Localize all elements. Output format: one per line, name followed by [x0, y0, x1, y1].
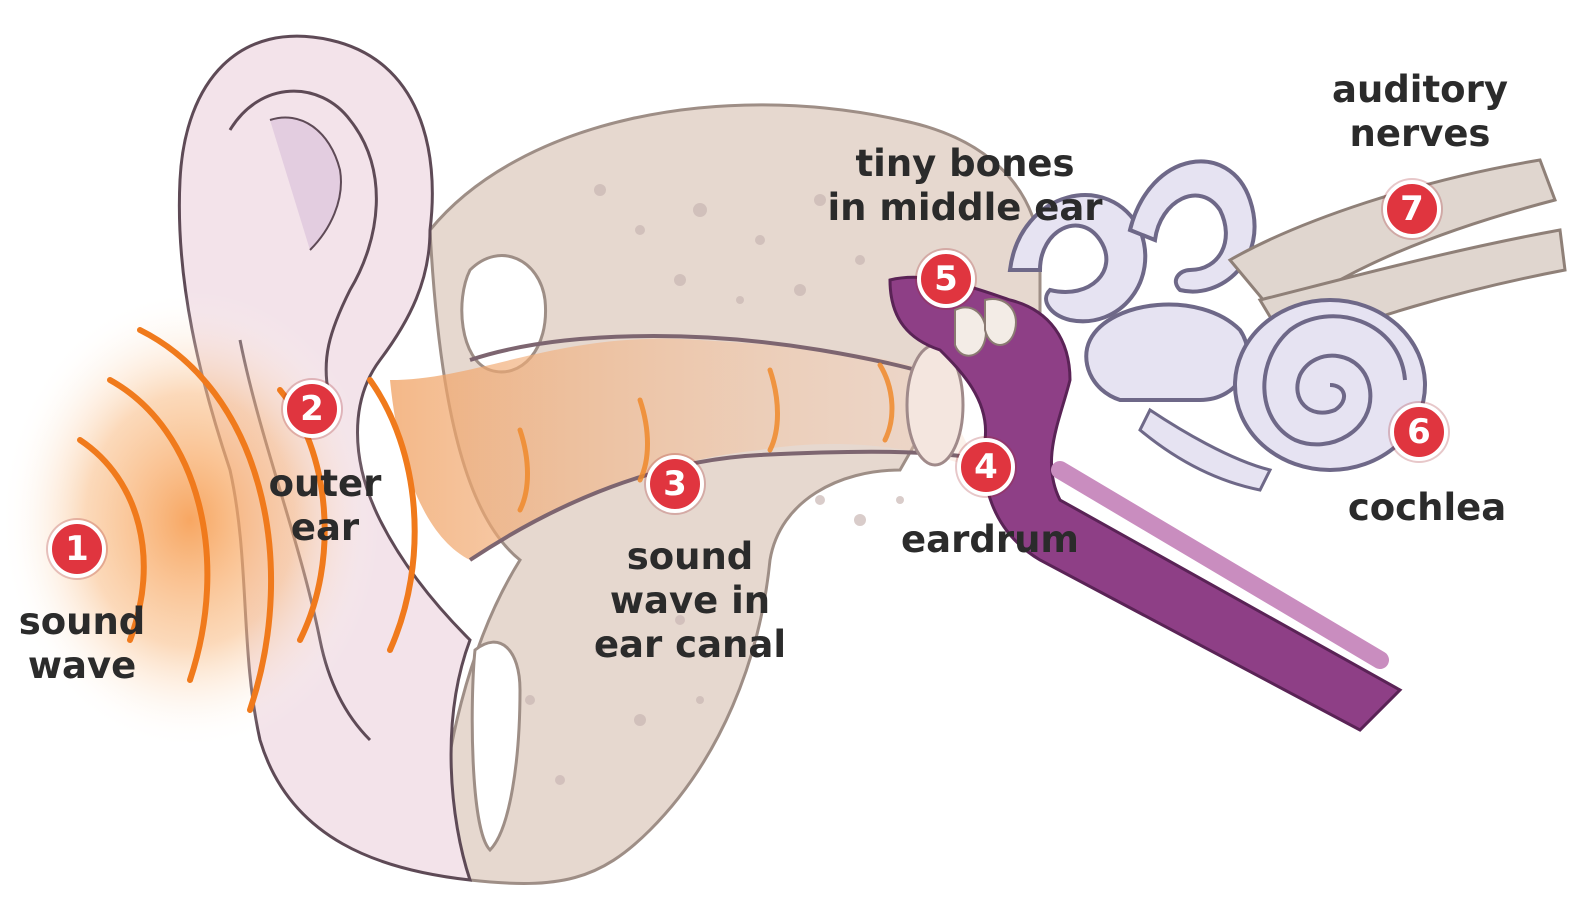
- step-6-badge: 6: [1390, 403, 1448, 461]
- bone-cavity-upper: [462, 256, 546, 372]
- step-1-badge: 1: [48, 520, 106, 578]
- step-7-badge: 7: [1383, 180, 1441, 238]
- step-4-badge: 4: [957, 438, 1015, 496]
- label-tiny-bones: tiny bones in middle ear: [820, 142, 1110, 230]
- label-cochlea: cochlea: [1332, 486, 1522, 530]
- step-2-badge: 2: [283, 380, 341, 438]
- step-5-badge: 5: [917, 250, 975, 308]
- label-sound-wave: sound wave: [12, 600, 152, 688]
- label-eardrum: eardrum: [890, 518, 1090, 562]
- label-outer-ear: outer ear: [255, 462, 395, 550]
- label-ear-canal: sound wave in ear canal: [585, 535, 795, 667]
- label-auditory-nerves: auditory nerves: [1320, 68, 1520, 156]
- step-3-badge: 3: [646, 455, 704, 513]
